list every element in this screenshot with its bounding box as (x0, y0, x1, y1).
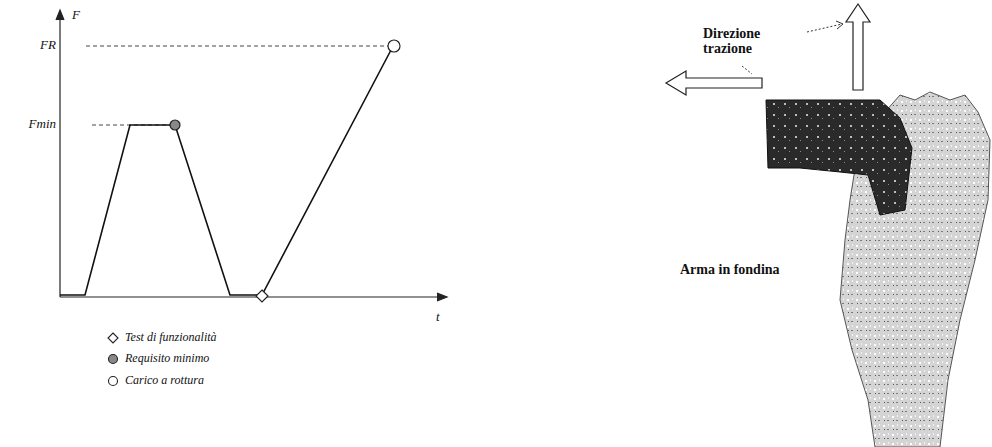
legend-open-circle (109, 377, 118, 386)
load-curve (60, 50, 391, 295)
pistol (766, 100, 912, 215)
direction-label: Direzione trazione (703, 26, 803, 57)
legend-text: Requisito minimo (125, 352, 209, 365)
legend-filled-circle (109, 355, 118, 364)
legend-diamond (108, 333, 118, 343)
break-marker (388, 40, 400, 52)
legend-text: Test di funzionalità (125, 331, 217, 344)
level-label: FR (40, 38, 56, 52)
caption-label: Arma in fondina (680, 262, 780, 277)
left-arrow (666, 71, 762, 95)
level-label: Fmin (29, 117, 56, 131)
minimum-marker (170, 120, 180, 130)
axis-label: F (72, 8, 80, 22)
legend-text: Carico a rottura (125, 374, 204, 387)
axis-label: t (436, 310, 440, 324)
up-arrow (846, 4, 870, 90)
reference-lines (86, 46, 390, 125)
test-marker (256, 290, 268, 302)
leader-head (836, 21, 843, 29)
axes (56, 10, 447, 301)
